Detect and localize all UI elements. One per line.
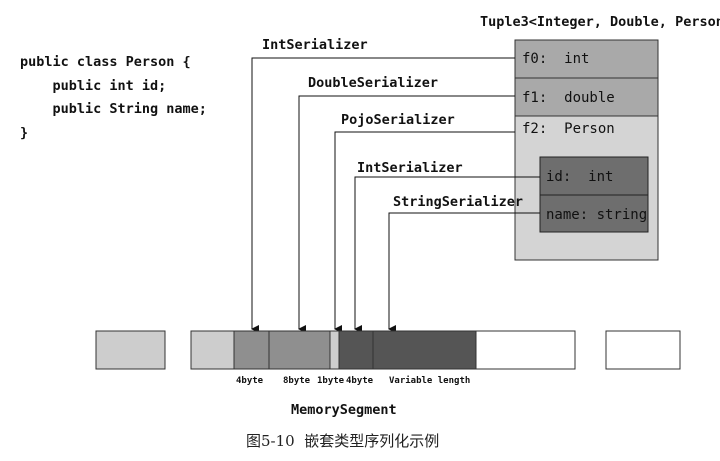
person-field-name-box (539, 194, 649, 233)
code-line-2: public int id; (20, 78, 166, 94)
segment-lead-block (190, 330, 235, 370)
person-field-id-label: id: int (546, 169, 613, 185)
segment-empty-block (475, 330, 576, 370)
connector-f0-int (251, 57, 515, 333)
segment-prev-block (95, 330, 166, 370)
connector-name-string (388, 212, 540, 333)
tuple-structure: Tuple3<Integer, Double, Person> f0: int … (480, 14, 720, 261)
segment-int-block (233, 330, 270, 370)
segment-pojo-flag-block (329, 330, 340, 370)
tuple-field-f0-box (514, 39, 659, 79)
size-label-name: Variable length (389, 375, 470, 386)
code-line-3: public String name; (20, 101, 207, 117)
size-label-pojo: 1byte (317, 376, 345, 386)
size-label-double: 8byte (283, 376, 311, 386)
serializer-label-int: IntSerializer (262, 37, 368, 53)
segment-id-block (338, 330, 374, 370)
serializer-label-string: StringSerializer (393, 194, 523, 210)
serializer-label-int-2: IntSerializer (357, 160, 463, 176)
size-label-id: 4byte (346, 376, 374, 386)
connector-f1-double (298, 95, 515, 333)
tuple-title: Tuple3<Integer, Double, Person> (480, 14, 720, 30)
code-line-1: public class Person { (20, 54, 191, 70)
memory-segment-label: MemorySegment (291, 402, 397, 418)
segment-name-block (372, 330, 477, 370)
serializer-connectors: IntSerializer DoubleSerializer PojoSeria… (251, 37, 540, 333)
connector-f2-pojo (334, 131, 515, 333)
person-field-name-label: name: string (546, 207, 647, 223)
size-label-int: 4byte (236, 376, 264, 386)
person-field-id-box (539, 156, 649, 196)
segment-next-block (605, 330, 681, 370)
code-line-4: } (20, 125, 28, 141)
tuple-field-f0-label: f0: int (522, 51, 589, 67)
memory-segment (95, 330, 681, 370)
segment-double-block (268, 330, 331, 370)
java-code-block: public class Person { public int id; pub… (20, 54, 207, 141)
serializer-label-pojo: PojoSerializer (341, 112, 455, 128)
tuple-field-f1-label: f1: double (522, 90, 615, 106)
connector-id-int (354, 176, 540, 333)
segment-size-labels: 4byte 8byte 1byte 4byte Variable length (236, 375, 470, 386)
serializer-label-double: DoubleSerializer (308, 75, 438, 91)
tuple-field-f2-label: f2: Person (522, 121, 615, 137)
tuple-field-f1-box (514, 77, 659, 117)
figure-caption: 图5-10 嵌套类型序列化示例 (246, 432, 439, 450)
